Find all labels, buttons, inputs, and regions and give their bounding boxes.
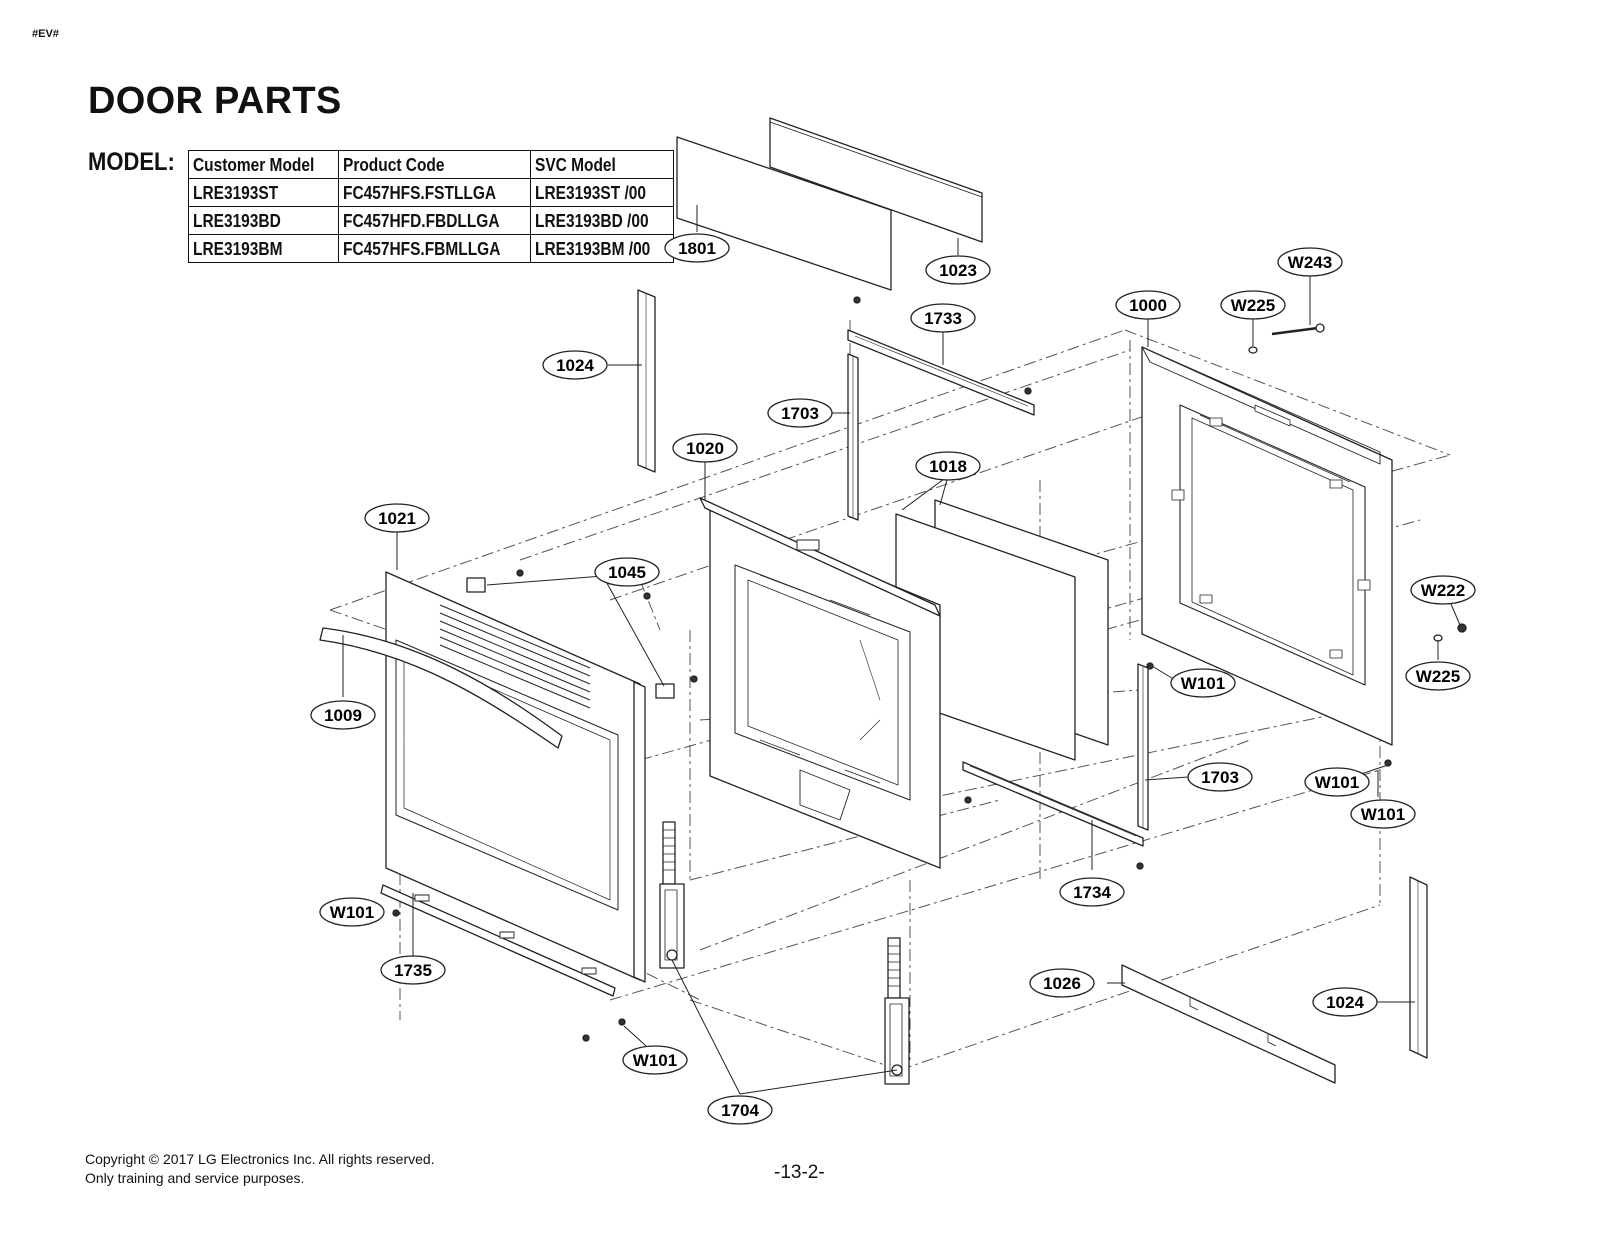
part-1734-rail: [962, 761, 1144, 847]
part-1023-strip: [769, 117, 983, 243]
callout-1735: 1735: [380, 955, 446, 985]
callout-1009: 1009: [310, 700, 376, 730]
svg-text:W101: W101: [1361, 805, 1405, 824]
header-customer-model: Customer Model: [187, 150, 340, 179]
svg-text:1734: 1734: [1073, 883, 1111, 902]
callout-1045: 1045: [594, 557, 660, 587]
part-1024-post-left: [637, 289, 656, 473]
callouts: 1801 1023 W243 1000 W225 1733 1024 1703 …: [310, 233, 1476, 1125]
page-tag: #EV#: [32, 28, 59, 40]
page-title: DOOR PARTS: [88, 80, 342, 122]
callout-1734: 1734: [1059, 877, 1125, 907]
table-row: LRE3193BM FC457HFS.FBMLLGA LRE3193BM /00: [187, 234, 675, 263]
callout-w101-left: W101: [319, 897, 385, 927]
callout-1024-right: 1024: [1312, 987, 1378, 1017]
table-row: LRE3193ST FC457HFS.FSTLLGA LRE3193ST /00: [187, 178, 675, 207]
svg-text:1024: 1024: [1326, 993, 1364, 1012]
svg-text:1026: 1026: [1043, 974, 1081, 993]
svg-text:1023: 1023: [939, 261, 977, 280]
part-1026-strip: [1121, 964, 1336, 1084]
header-product-code: Product Code: [338, 150, 532, 179]
callout-1023: 1023: [925, 255, 991, 285]
model-label: MODEL:: [88, 148, 175, 176]
leader-lines: [342, 205, 1461, 1095]
part-1704-hinge-right: [884, 937, 910, 1085]
callout-w101-right-lower: W101: [1350, 799, 1416, 829]
cell-customer-model: LRE3193BD: [187, 206, 340, 235]
svg-text:W243: W243: [1288, 253, 1332, 272]
svg-text:W101: W101: [330, 903, 374, 922]
cell-svc-model: LRE3193ST /00: [530, 178, 675, 207]
svg-text:1021: 1021: [378, 509, 416, 528]
callout-1021: 1021: [364, 503, 430, 533]
part-1733-rail: [847, 329, 1035, 416]
model-table-header: Customer Model Product Code SVC Model: [187, 150, 675, 179]
callout-1026: 1026: [1029, 968, 1095, 998]
cell-customer-model: LRE3193BM: [187, 234, 340, 263]
part-1801-panel: [676, 136, 892, 291]
callout-1024-left: 1024: [542, 350, 608, 380]
callout-1020: 1020: [672, 433, 738, 463]
svg-text:W225: W225: [1231, 296, 1275, 315]
callout-1704: 1704: [707, 1095, 773, 1125]
copyright-footer: Copyright © 2017 LG Electronics Inc. All…: [85, 1150, 435, 1188]
callout-1733: 1733: [910, 303, 976, 333]
callout-w222: W222: [1410, 575, 1476, 605]
cell-svc-model: LRE3193BM /00: [530, 234, 675, 263]
callout-1801: 1801: [664, 233, 730, 263]
callout-1018: 1018: [915, 451, 981, 481]
header-svc-model: SVC Model: [530, 150, 675, 179]
svg-text:1045: 1045: [608, 563, 646, 582]
model-table: Customer Model Product Code SVC Model LR…: [187, 150, 675, 263]
vent-slots: [439, 604, 591, 709]
callout-1000: 1000: [1115, 290, 1181, 320]
cell-product-code: FC457HFS.FBMLLGA: [338, 234, 532, 263]
part-w225-washer-top: [1248, 346, 1258, 354]
callout-w225-top: W225: [1220, 290, 1286, 320]
svg-text:1020: 1020: [686, 439, 724, 458]
part-1024-post-right: [1409, 876, 1428, 1059]
svg-text:1018: 1018: [929, 457, 967, 476]
svg-text:1735: 1735: [394, 961, 432, 980]
svg-text:1024: 1024: [556, 356, 594, 375]
part-1009-handle: [319, 627, 563, 749]
svg-text:1703: 1703: [1201, 768, 1239, 787]
part-1045-bracket-top: [466, 577, 486, 593]
part-1045-bracket-bottom: [655, 683, 675, 699]
callout-1703-top: 1703: [767, 398, 833, 428]
part-w222-screw: [1457, 623, 1467, 633]
svg-text:W101: W101: [1315, 773, 1359, 792]
svg-text:1009: 1009: [324, 706, 362, 725]
callout-w101-right-upper: W101: [1304, 767, 1370, 797]
part-1704-hinge-left: [659, 821, 685, 969]
svg-text:W101: W101: [1181, 674, 1225, 693]
callout-w101-liner: W101: [1170, 668, 1236, 698]
page-number: -13-2-: [774, 1162, 825, 1183]
usage-line: Only training and service purposes.: [85, 1170, 305, 1186]
svg-text:W101: W101: [633, 1051, 677, 1070]
svg-text:W222: W222: [1421, 581, 1465, 600]
svg-text:1704: 1704: [721, 1101, 759, 1120]
callout-w101-bottom: W101: [622, 1045, 688, 1075]
svg-text:1801: 1801: [678, 239, 716, 258]
svg-text:1703: 1703: [781, 404, 819, 423]
copyright-line: Copyright © 2017 LG Electronics Inc. All…: [85, 1151, 435, 1167]
svg-text:1733: 1733: [924, 309, 962, 328]
part-1735-rail: [380, 884, 616, 997]
svg-text:1000: 1000: [1129, 296, 1167, 315]
cell-svc-model: LRE3193BD /00: [530, 206, 675, 235]
callout-w225-right: W225: [1405, 661, 1471, 691]
callout-1703-bottom: 1703: [1187, 762, 1253, 792]
svg-text:W225: W225: [1416, 667, 1460, 686]
part-w243-bolt: [1271, 323, 1325, 336]
callout-w243: W243: [1277, 247, 1343, 277]
